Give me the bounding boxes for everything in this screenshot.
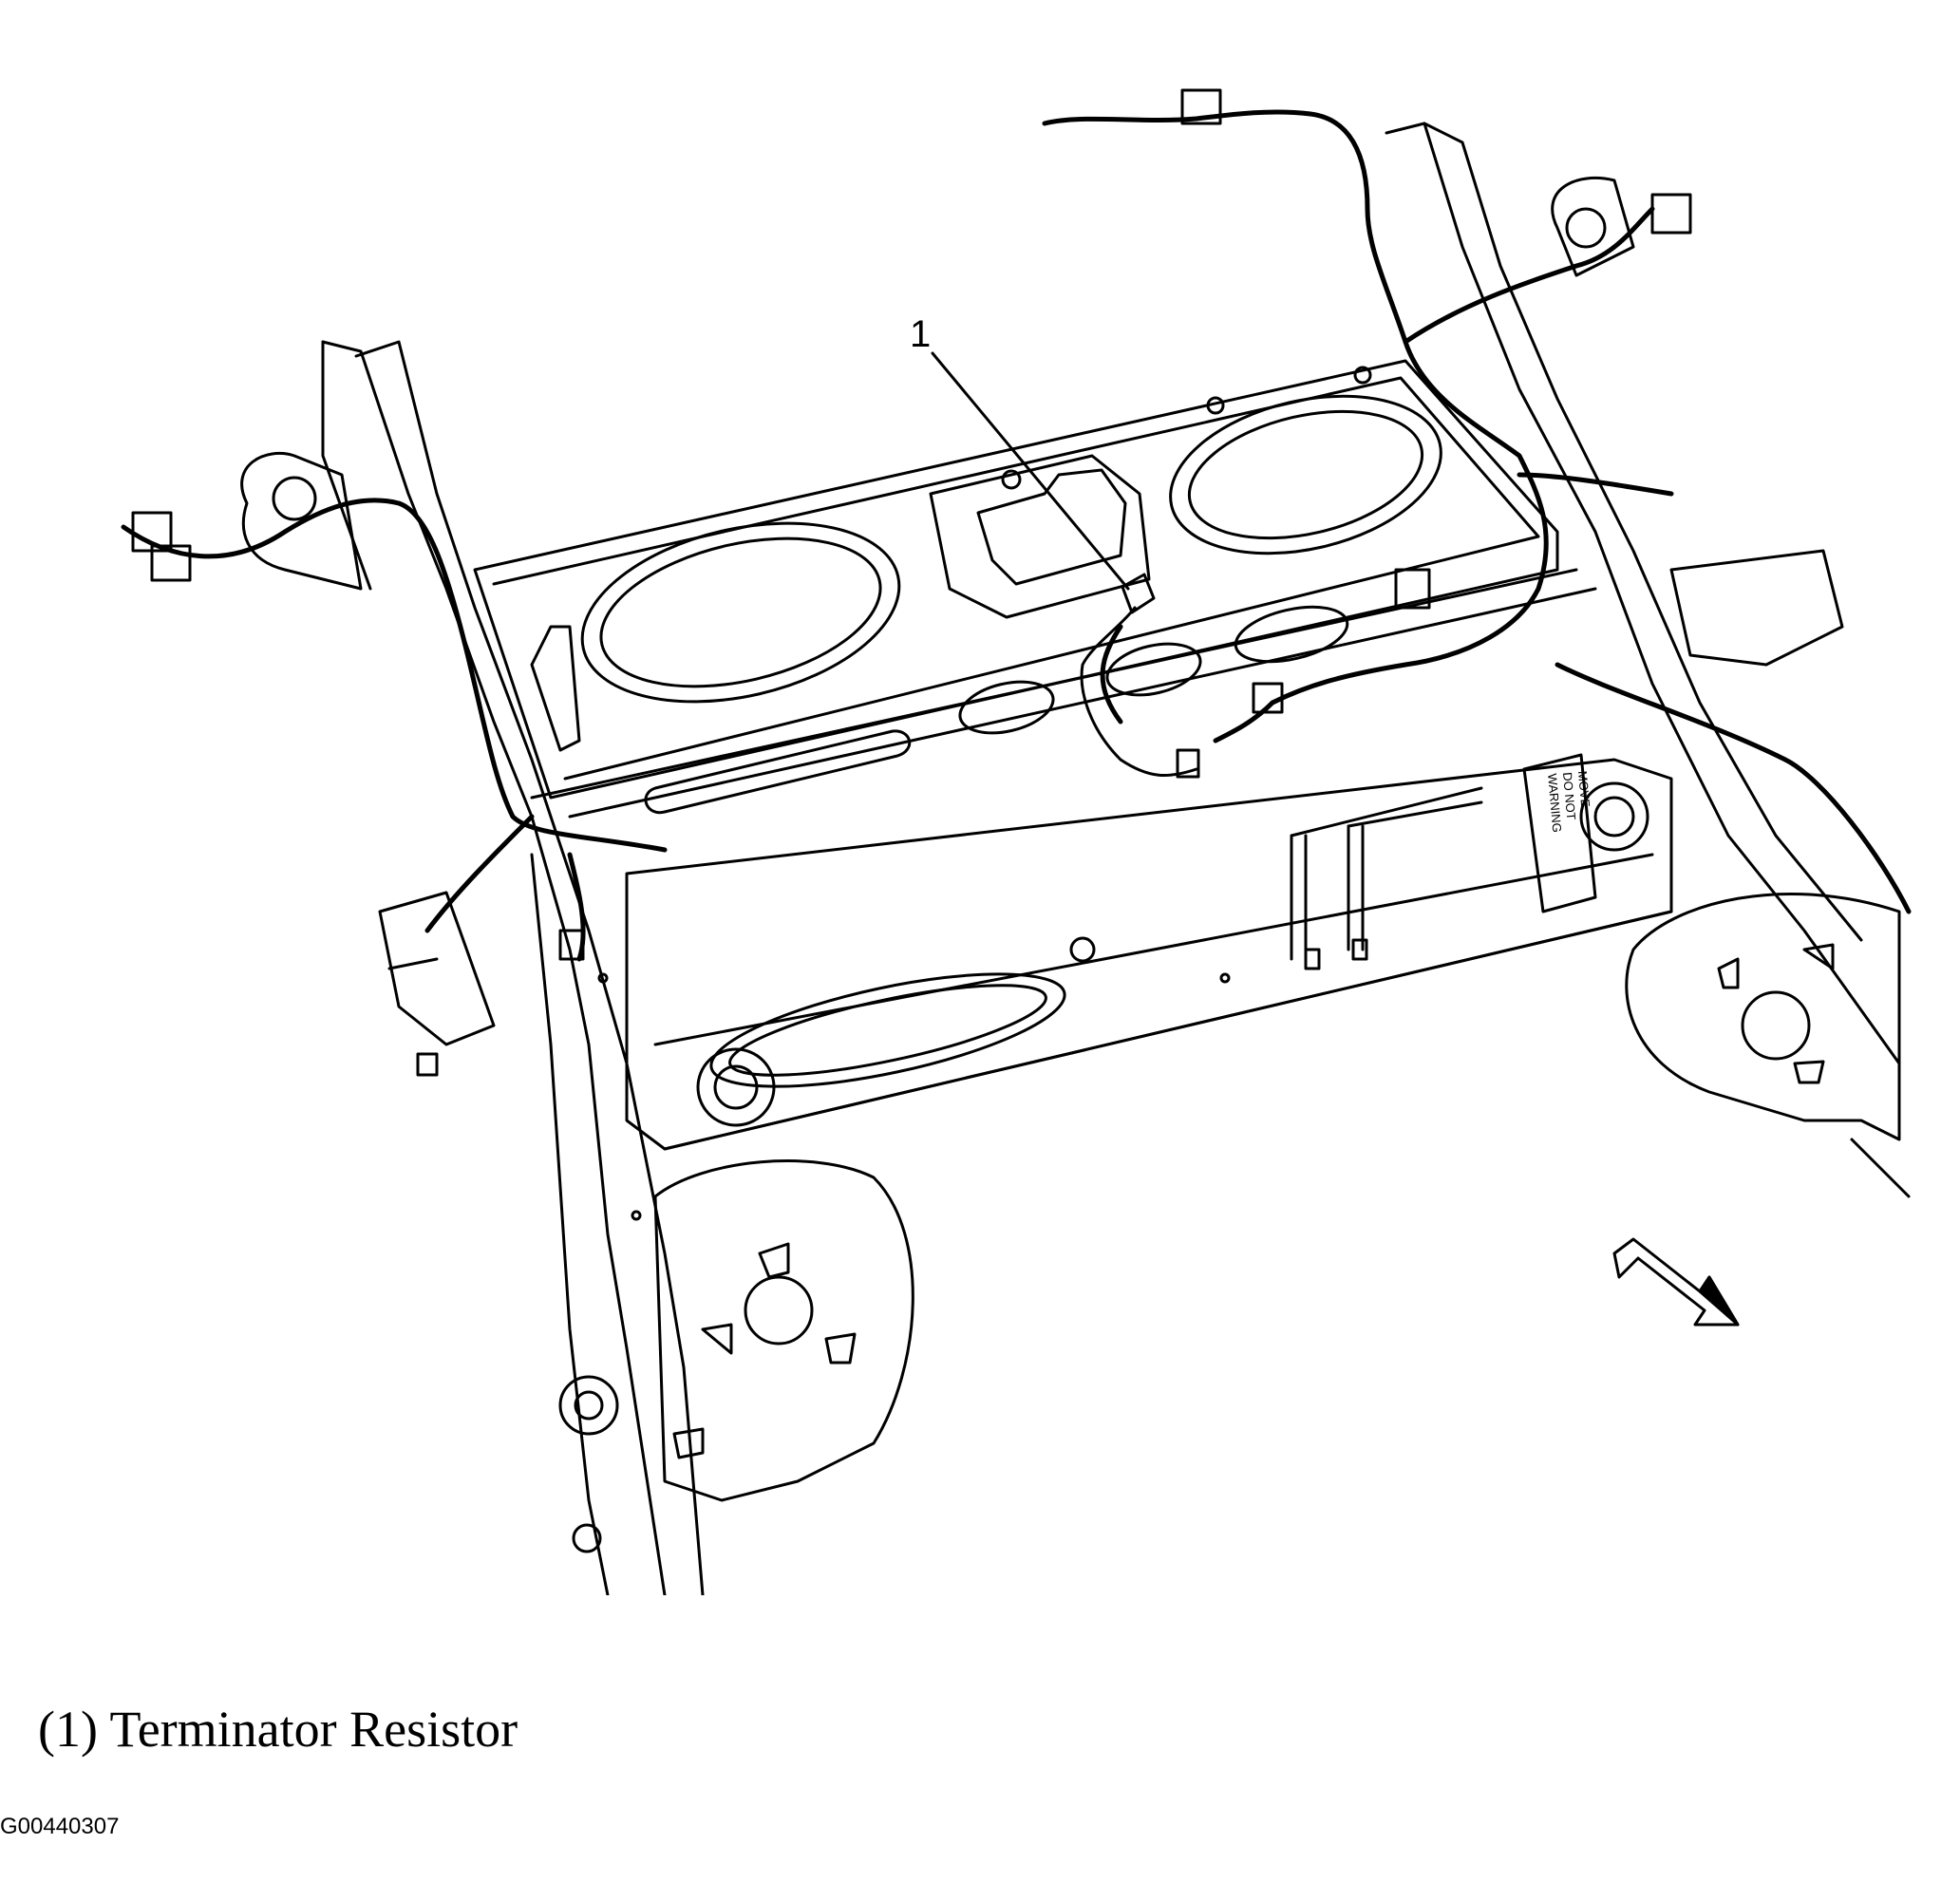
upper-crossmember [473,359,1597,819]
callout-number: 1 [910,313,932,355]
lower-crossmember [625,753,1673,1151]
left-mounting-bracket [240,451,496,1046]
warning-plate-line: WARNING [1545,773,1564,833]
legend-text: (1) Terminator Resistor [38,1701,518,1758]
front-direction-arrow-icon [1612,1237,1740,1327]
callout-leader-line [931,351,1130,591]
terminator-resistor [1080,573,1200,779]
left-connector [131,511,585,1077]
left-side-rail [321,340,705,1595]
right-shock-tower [1625,549,1911,1198]
left-shock-tower [653,1159,914,1502]
figure-id: G00440307 [0,1814,120,1839]
right-connectors [1180,88,1692,714]
left-wire-harness [121,498,668,962]
right-side-rail [1385,122,1901,1065]
warning-plate-line: DO NOT [1560,772,1578,821]
brake-lines [1290,786,1483,970]
right-wire-harness [1042,109,1912,914]
warning-plate-line: MOVE [1575,770,1592,808]
